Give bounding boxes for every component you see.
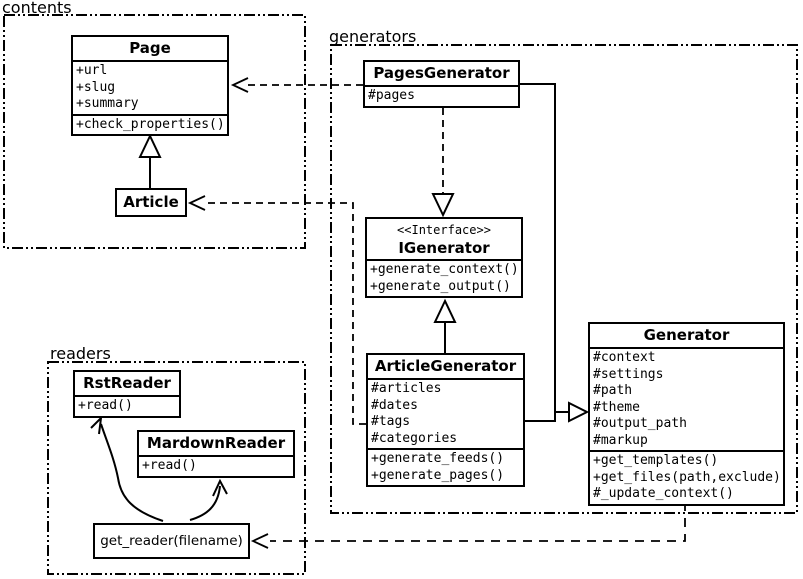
methods-compartment: +generate_feeds() +generate_pages() — [368, 448, 523, 485]
dependency-pagesgenerator-to-page — [230, 77, 363, 93]
readers-package-border — [47, 361, 306, 575]
attributes-compartment: #context #settings #path #theme #output_… — [590, 347, 783, 450]
attribute: #tags — [371, 414, 411, 429]
methods-compartment: +get_templates() +get_files(path,exclude… — [590, 450, 783, 504]
generators-package-label: generators — [329, 27, 417, 46]
class-title: Generator — [643, 326, 730, 344]
method: +generate_feeds() — [371, 451, 505, 466]
class-title: PagesGenerator — [373, 64, 510, 82]
class-box-mardownreader: MardownReader +read() — [137, 430, 295, 478]
attribute: #articles — [371, 381, 442, 396]
attribute: #markup — [593, 432, 648, 448]
readers-package-label: readers — [50, 344, 111, 363]
attribute: +summary — [76, 96, 139, 111]
class-box-generator: Generator #context #settings #path #them… — [588, 322, 785, 506]
attribute: #path — [593, 383, 633, 398]
interface-box-igenerator: <<Interface>> IGenerator +generate_conte… — [365, 217, 523, 298]
methods-compartment: +check_properties() — [73, 113, 227, 135]
class-title: Page — [129, 39, 171, 57]
class-box-article: Article — [115, 188, 187, 217]
class-title: MardownReader — [146, 434, 286, 452]
attribute: #context — [593, 350, 656, 365]
generators-package-border — [330, 44, 798, 514]
method: +get_templates() — [593, 453, 719, 468]
stereotype-label: <<Interface>> — [397, 223, 491, 237]
inheritance-articlegenerator-to-igenerator — [433, 298, 457, 353]
attribute: #categories — [371, 430, 458, 446]
attributes-compartment: #articles #dates #tags #categories — [368, 378, 523, 448]
attribute: +slug — [76, 79, 116, 95]
class-title: ArticleGenerator — [374, 357, 517, 375]
realization-pagesgenerator-to-igenerator — [431, 108, 455, 218]
attribute: #output_path — [593, 416, 687, 431]
class-box-page: Page +url +slug +summary +check_properti… — [71, 35, 229, 136]
attribute: #settings — [593, 366, 664, 382]
methods-compartment: +read() — [139, 455, 293, 476]
function-label: get_reader(filename) — [100, 533, 243, 549]
attribute: +url — [76, 63, 108, 78]
class-box-rstreader: RstReader +read() — [73, 370, 181, 418]
attributes-compartment: #pages — [365, 85, 518, 106]
contents-package-label: contents — [2, 0, 72, 17]
contents-package-border — [3, 14, 306, 249]
class-title: RstReader — [83, 374, 171, 392]
method: +generate_context() — [370, 262, 519, 277]
inheritance-generators-to-generator — [520, 83, 590, 423]
method: +check_properties() — [76, 116, 225, 132]
call-arrow-getreader-to-rstreader — [90, 415, 164, 522]
class-box-pagesgenerator: PagesGenerator #pages — [363, 60, 520, 108]
inheritance-article-to-page — [138, 133, 162, 188]
method: +generate_pages() — [371, 467, 505, 483]
call-arrow-getreader-to-mardownreader — [189, 478, 228, 521]
class-title: IGenerator — [398, 239, 490, 257]
class-box-articlegenerator: ArticleGenerator #articles #dates #tags … — [366, 353, 525, 487]
class-title: Article — [123, 193, 179, 211]
function-box-get-reader: get_reader(filename) — [93, 523, 250, 559]
dependency-articlegenerator-to-article — [187, 195, 366, 425]
method: +read() — [142, 458, 197, 473]
methods-compartment: +read() — [75, 395, 179, 416]
dependency-generator-to-getreader — [250, 502, 686, 549]
methods-compartment: +generate_context() +generate_output() — [367, 259, 521, 296]
attributes-compartment: +url +slug +summary — [73, 60, 227, 114]
attribute: #pages — [368, 88, 415, 103]
method: +get_files(path,exclude) — [593, 469, 781, 485]
method: #_update_context() — [593, 486, 734, 501]
method: +generate_output() — [370, 278, 511, 294]
attribute: #theme — [593, 399, 640, 415]
method: +read() — [78, 398, 133, 413]
attribute: #dates — [371, 397, 418, 413]
